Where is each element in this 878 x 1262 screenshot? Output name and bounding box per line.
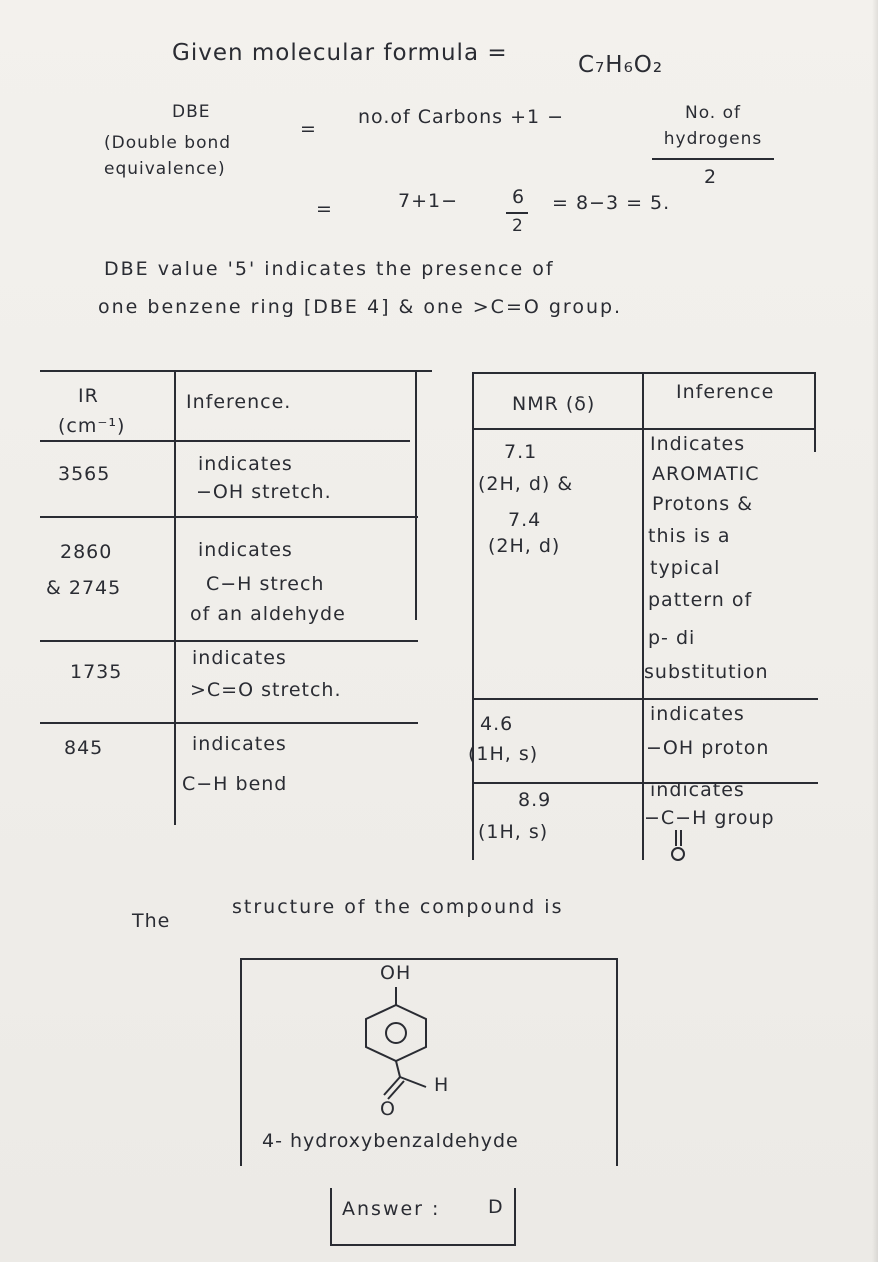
nmr-row-1-shift-4: (2H, d)	[488, 535, 561, 557]
dbe-equals-2: =	[316, 198, 333, 220]
dbe-note-line1: DBE value '5' indicates the presence of	[104, 258, 555, 280]
nmr-row-2-shift-1: 4.6	[480, 713, 514, 735]
nmr-row-3-shift-1: 8.9	[518, 789, 552, 811]
oh-label: OH	[380, 962, 412, 984]
h-label: H	[434, 1074, 450, 1096]
nmr-row-1-shift-1: 7.1	[504, 441, 538, 463]
ir-row-2-value-line2: & 2745	[46, 577, 122, 599]
ir-header-col2: Inference.	[186, 391, 292, 413]
nmr-table-top-border	[472, 372, 816, 374]
answer-value: D	[488, 1196, 504, 1218]
nmr-table-left-border	[472, 372, 474, 860]
dbe-fraction-numerator: No. of hydrogens	[663, 103, 763, 149]
dbe-label: DBE	[172, 102, 211, 122]
nmr-header-col2: Inference	[676, 381, 775, 403]
ir-row-2-inference-1: indicates	[198, 539, 293, 561]
nmr-row-3-shift-2: (1H, s)	[478, 821, 549, 843]
page-edge-shadow	[872, 0, 878, 1262]
dbe-calc-left: 7+1−	[398, 190, 459, 212]
dbe-fraction-bar	[652, 158, 774, 160]
ir-table-right-border	[415, 370, 417, 620]
nmr-row-3-inference-1: indicates	[650, 779, 745, 801]
nmr-row-1-inference-4: this is a	[648, 525, 731, 547]
nmr-table-row-divider-1	[472, 698, 818, 700]
nmr-row-2-inference-2: −OH proton	[646, 737, 770, 759]
ir-row-4-inference-1: indicates	[192, 733, 287, 755]
ir-row-1-inference-2: −OH stretch.	[196, 481, 332, 503]
nmr-table-right-border	[814, 372, 816, 452]
nmr-row-1-inference-6: pattern of	[648, 589, 753, 611]
ir-table-header-divider	[40, 440, 410, 442]
ir-header-col1-line2: (cm⁻¹)	[58, 415, 126, 437]
dbe-calc-fraction-bar	[506, 212, 528, 214]
ir-header-col1-line1: IR	[78, 385, 99, 407]
ir-table-row-divider-1	[40, 516, 418, 518]
ir-row-3-inference-2: >C=O stretch.	[190, 679, 342, 701]
o-label: O	[380, 1098, 396, 1120]
nmr-row-2-shift-2: (1H, s)	[468, 743, 539, 765]
ir-table-row-divider-3	[40, 722, 418, 724]
dbe-calc-denominator: 2	[512, 216, 524, 236]
answer-box	[330, 1188, 516, 1246]
nmr-row-1-inference-2: AROMATIC	[652, 463, 760, 485]
dbe-calc-result: = 8−3 = 5.	[552, 192, 671, 214]
nmr-row-1-inference-1: Indicates	[650, 433, 746, 455]
nmr-row-1-inference-7: p- di	[648, 627, 696, 649]
dbe-full-name: (Double bond equivalence)	[104, 133, 232, 179]
dbe-fraction-denominator: 2	[704, 166, 718, 188]
ir-row-1-inference-1: indicates	[198, 453, 293, 475]
structure-box	[240, 958, 618, 1166]
nmr-row-1-inference-3: Protons &	[652, 493, 754, 515]
nmr-table-column-divider	[642, 372, 644, 860]
structure-heading: structure of the compound is	[232, 896, 564, 918]
ir-row-4-inference-2: C−H bend	[182, 773, 288, 795]
ir-row-1-value: 3565	[58, 463, 111, 485]
nmr-table-row-divider-2	[472, 782, 818, 784]
nmr-row-3-inference-2: −C−H group	[644, 807, 775, 829]
dbe-expression-left: no.of Carbons +1 −	[358, 106, 565, 128]
nmr-row-2-inference-1: indicates	[650, 703, 745, 725]
ir-row-2-inference-3: of an aldehyde	[190, 603, 346, 625]
molecular-formula: C₇H₆O₂	[578, 52, 664, 78]
ir-row-4-value: 845	[64, 737, 104, 759]
ir-table-column-divider	[174, 370, 176, 825]
dbe-calc-numerator: 6	[512, 186, 526, 208]
nmr-row-1-inference-8: substitution	[644, 661, 769, 683]
nmr-table-header-divider	[472, 428, 816, 430]
benzene-ring-icon	[365, 987, 427, 1100]
carbonyl-mark-icon	[671, 830, 685, 861]
ir-row-3-value: 1735	[70, 661, 123, 683]
nmr-header-col1: NMR (δ)	[512, 393, 596, 415]
nmr-row-1-inference-5: typical	[650, 557, 721, 579]
structure-heading-the: The	[132, 910, 171, 932]
given-label: Given molecular formula =	[172, 40, 508, 66]
ir-row-2-value-line1: 2860	[60, 541, 113, 563]
nmr-row-1-shift-2: (2H, d) &	[478, 473, 574, 495]
answer-label: Answer :	[342, 1198, 441, 1220]
ir-table-row-divider-2	[40, 640, 418, 642]
ir-row-3-inference-1: indicates	[192, 647, 287, 669]
compound-name: 4- hydroxybenzaldehyde	[262, 1130, 519, 1152]
dbe-note-line2: one benzene ring [DBE 4] & one >C=O grou…	[98, 296, 623, 318]
nmr-row-1-shift-3: 7.4	[508, 509, 542, 531]
ir-table-top-border	[40, 370, 432, 372]
ir-row-2-inference-2: C−H strech	[206, 573, 325, 595]
dbe-equals-1: =	[300, 118, 317, 140]
